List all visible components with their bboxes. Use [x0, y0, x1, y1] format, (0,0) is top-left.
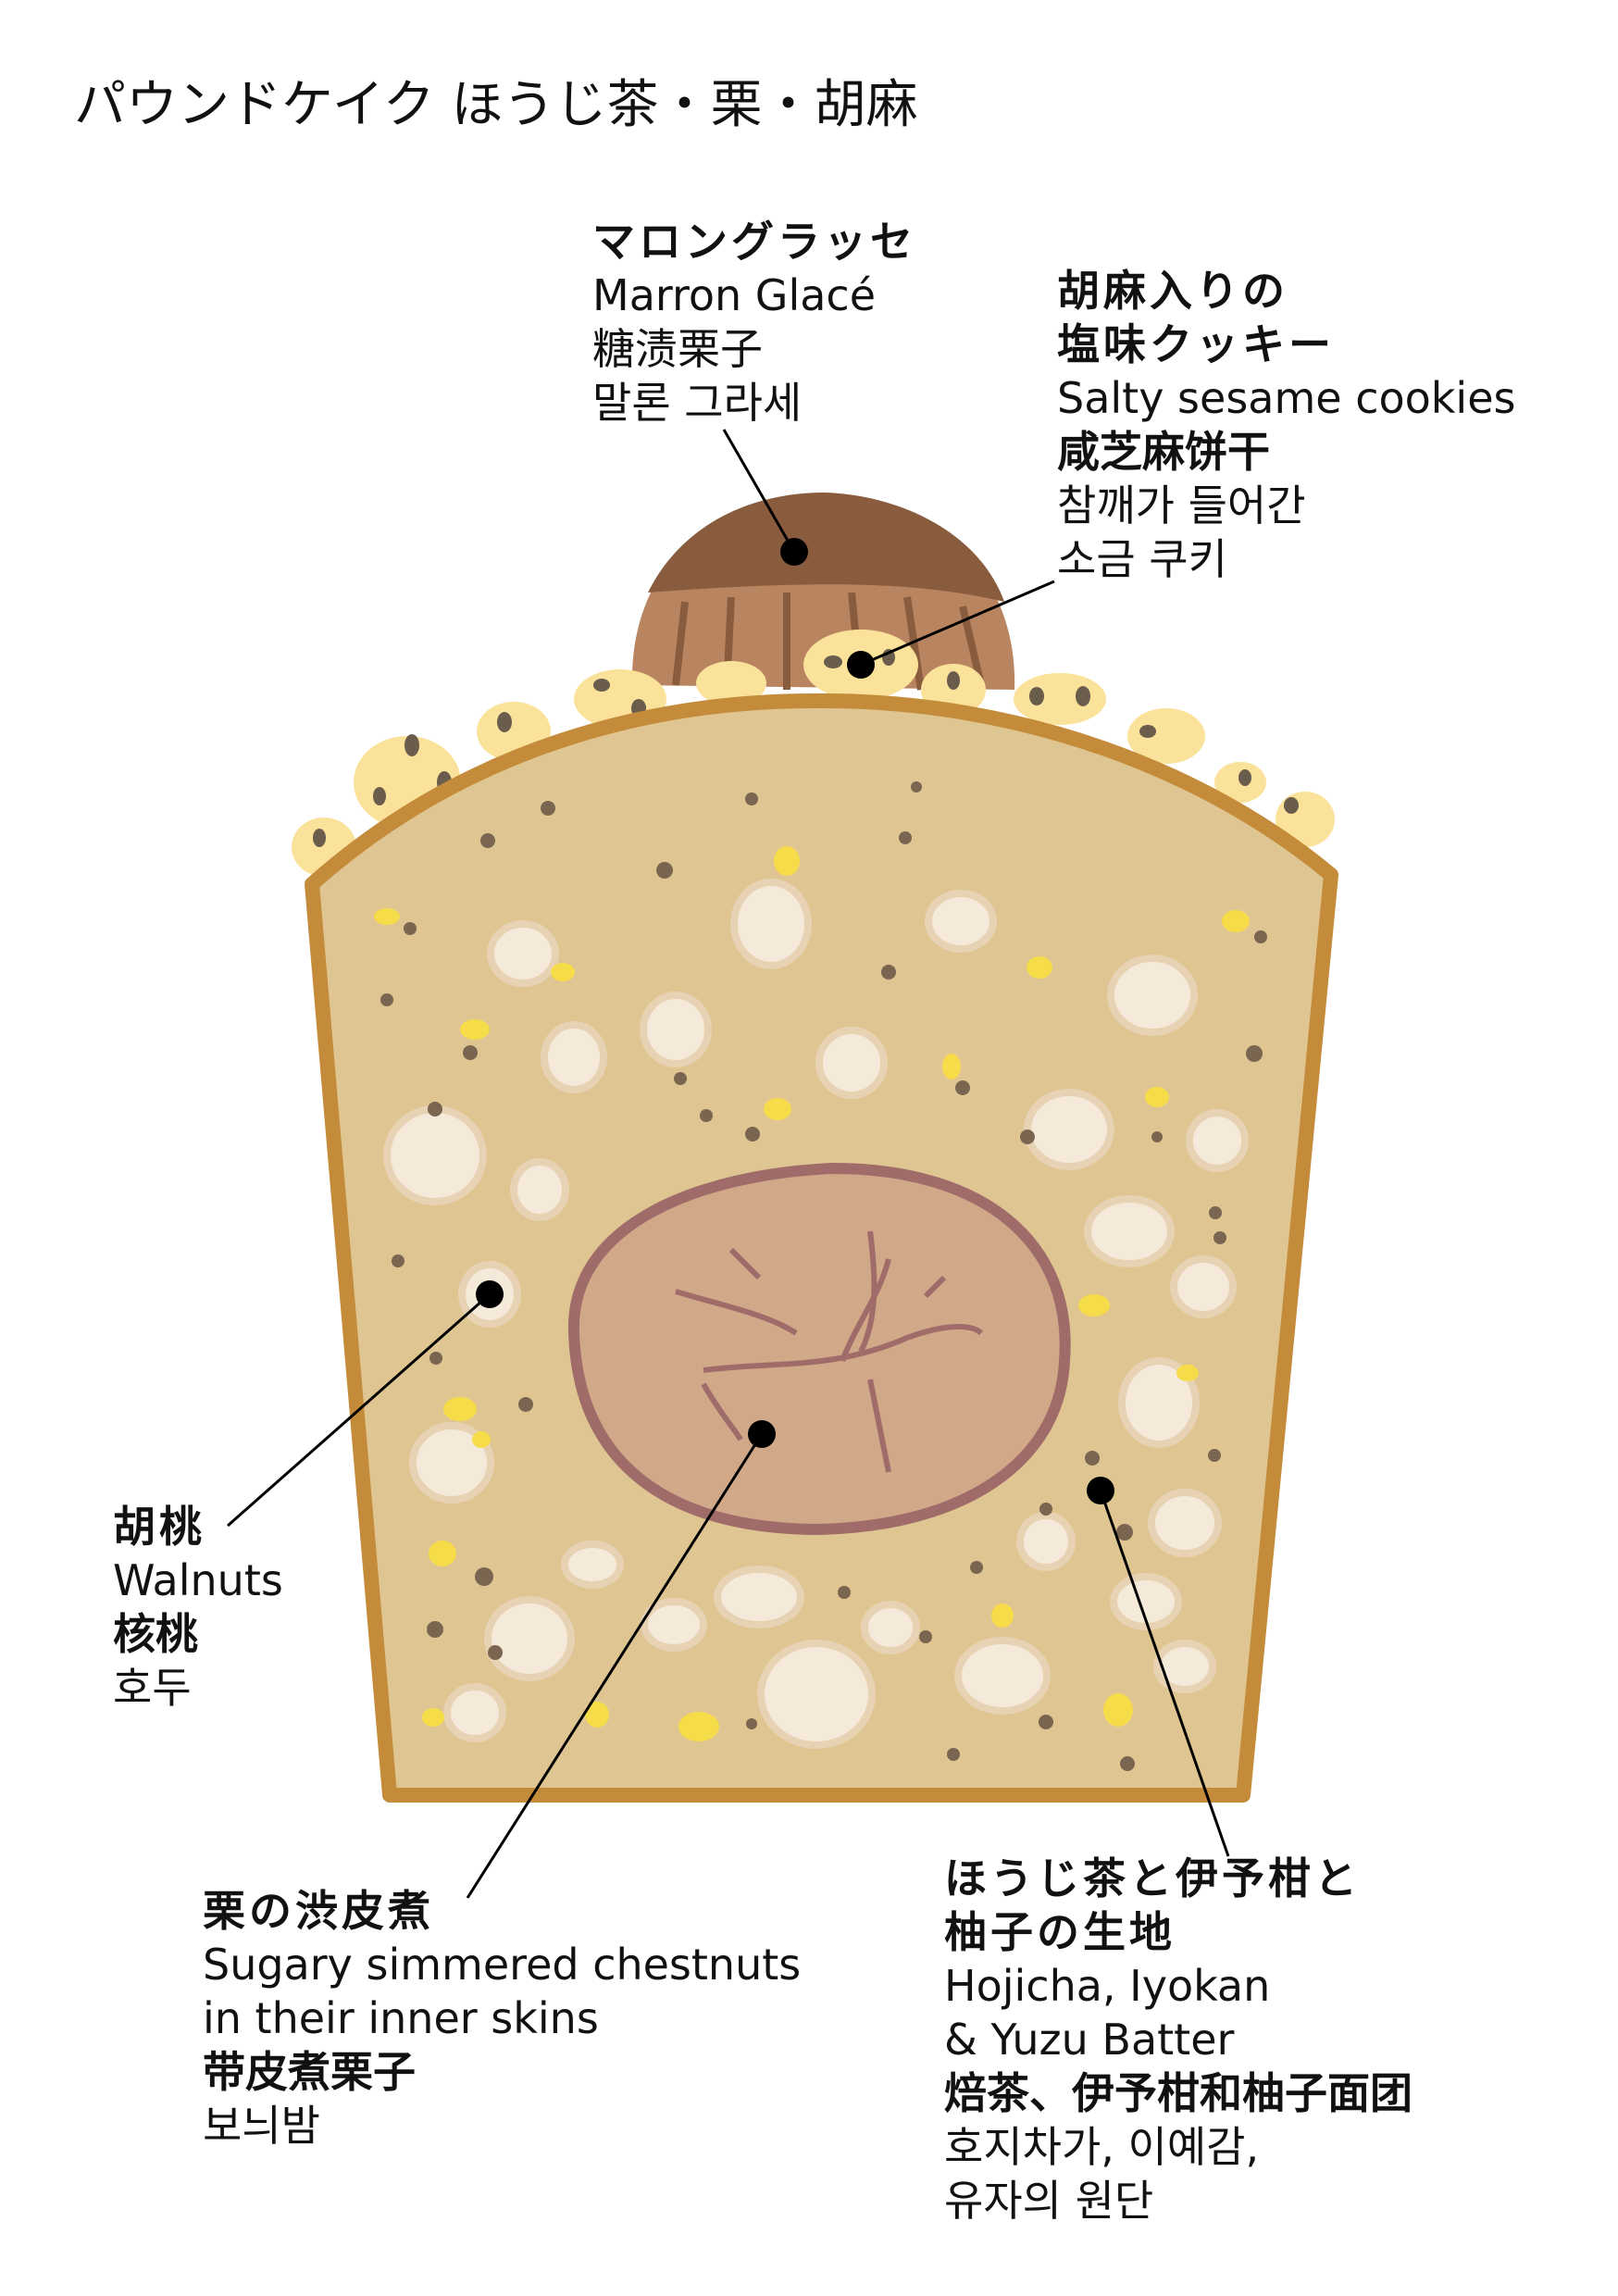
label-ko: 소금 쿠키 — [1057, 534, 1227, 584]
label-marron-glace: マロングラッセ Marron Glacé 糖渍栗子 말론 그라세 — [592, 215, 916, 430]
leader-line-chestnut — [466, 1433, 764, 1899]
label-zh: 核桃 — [113, 1609, 198, 1659]
label-ko: 호두 — [113, 1663, 192, 1713]
marker-dot — [847, 651, 875, 679]
label-zh: 咸芝麻饼干 — [1057, 427, 1270, 477]
leader-line-walnut — [227, 1292, 491, 1528]
label-jp: マロングラッセ — [592, 217, 916, 267]
label-en: Walnuts — [113, 1555, 283, 1605]
label-batter: ほうじ茶と伊予柑と 柚子の生地 Hojicha, Iyokan & Yuzu B… — [944, 1852, 1413, 2227]
label-en: Sugary simmered chestnuts — [203, 1940, 802, 1990]
marker-dot — [476, 1280, 504, 1308]
label-ko: 호지차가, 이예감, — [944, 2122, 1260, 2172]
marker-dot — [1087, 1477, 1114, 1504]
label-zh: 带皮煮栗子 — [203, 2047, 416, 2097]
leader-line-cookie — [860, 580, 1055, 667]
label-ko: 유자의 원단 — [944, 2176, 1154, 2226]
label-jp: 栗の渋皮煮 — [203, 1886, 434, 1936]
label-ko: 보늬밤 — [203, 2101, 320, 2151]
label-en: Marron Glacé — [592, 270, 877, 320]
label-en: in their inner skins — [203, 1993, 599, 2043]
marker-dot — [780, 538, 808, 566]
chestnut-in-skin — [567, 1162, 1071, 1536]
leader-line-batter — [1099, 1490, 1230, 1857]
label-walnuts: 胡桃 Walnuts 核桃 호두 — [113, 1500, 283, 1715]
walnut-pieces — [383, 879, 1249, 1749]
label-ko: 참깨가 들어간 — [1057, 480, 1306, 530]
label-sesame-cookies: 胡麻入りの 塩味クッキー Salty sesame cookies 咸芝麻饼干 … — [1057, 264, 1515, 586]
label-en: Hojicha, Iyokan — [944, 1961, 1271, 2011]
label-jp: 胡麻入りの — [1057, 266, 1288, 316]
label-zh: 焙茶、伊予柑和柚子面团 — [944, 2068, 1413, 2118]
label-jp: 胡桃 — [113, 1502, 205, 1552]
label-jp: 柚子の生地 — [944, 1907, 1176, 1957]
page-title: パウンドケイク ほうじ茶・栗・胡麻 — [74, 75, 918, 135]
label-jp: ほうじ茶と伊予柑と — [944, 1853, 1361, 1903]
label-en: Salty sesame cookies — [1057, 373, 1516, 423]
label-chestnuts: 栗の渋皮煮 Sugary simmered chestnuts in their… — [203, 1884, 801, 2152]
label-zh: 糖渍栗子 — [592, 324, 763, 374]
label-ko: 말론 그라세 — [592, 378, 803, 428]
leader-line-marron — [722, 429, 796, 553]
label-jp: 塩味クッキー — [1057, 319, 1335, 369]
marker-dot — [748, 1420, 776, 1448]
label-en: & Yuzu Batter — [944, 2015, 1235, 2065]
